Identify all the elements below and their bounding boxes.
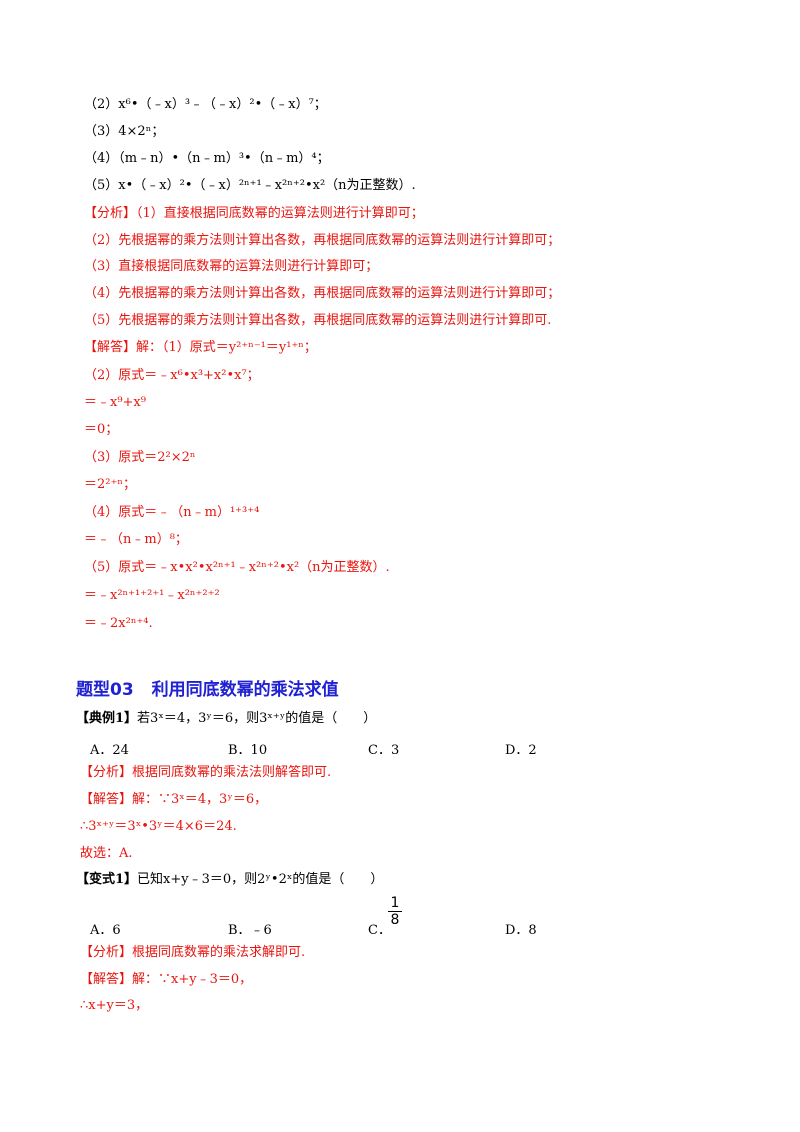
fraction-bar (388, 911, 402, 912)
solution-line: ＝﹣（n﹣m）⁸； (84, 532, 188, 547)
option-c: C． (368, 923, 391, 938)
solution-line: ＝2²⁺ⁿ； (84, 477, 136, 492)
option-b: B．﹣6 (228, 923, 272, 938)
option-b: B．10 (228, 743, 268, 758)
solution-line: ＝0； (84, 422, 119, 437)
analysis-line: （3）直接根据同底数幂的运算法则进行计算即可； (84, 259, 379, 274)
analysis-line: （4）先根据幂的乘方法则计算出各数，再根据同底数幂的运算法则进行计算即可； (84, 286, 561, 301)
solution-line: ＝﹣x²ⁿ⁺¹⁺²⁺¹﹣x²ⁿ⁺²⁺² (84, 588, 220, 603)
example-analysis: 【分析】根据同底数幂的乘法法则解答即可. (80, 765, 332, 780)
example-question-text: 若3ˣ＝4，3ʸ＝6，则3ˣ⁺ʸ的值是（ ） (137, 711, 377, 726)
option-c: C．3 (368, 743, 400, 758)
option-d: D．2 (505, 743, 537, 758)
solution-line: （5）原式＝﹣x•x²•x²ⁿ⁺¹﹣x²ⁿ⁺²•x²（n为正整数）. (84, 560, 390, 575)
example-solution-line: 故选：A. (80, 846, 133, 861)
example-solution-line: 【解答】解：∵3ˣ＝4，3ʸ＝6， (80, 792, 268, 807)
variant-analysis: 【分析】根据同底数幂的乘法求解即可. (80, 945, 306, 960)
fraction-denominator: 8 (390, 912, 400, 928)
analysis-line: （5）先根据幂的乘方法则计算出各数，再根据同底数幂的运算法则进行计算即可. (84, 313, 552, 328)
solution-line: ＝﹣2x²ⁿ⁺⁴. (84, 616, 153, 631)
variant-solution-line: 【解答】解：∵x+y﹣3＝0， (80, 972, 253, 987)
problem-line: （5）x•（﹣x）²•（﹣x）²ⁿ⁺¹﹣x²ⁿ⁺²•x²（n为正整数）. (84, 178, 416, 193)
section-title: 利用同底数幂的乘法求值 (151, 680, 339, 700)
variant-question-text: 已知x+y﹣3＝0，则2ʸ•2ˣ的值是（ ） (137, 872, 384, 887)
problem-line: （4）（m﹣n）•（n﹣m）³•（n﹣m）⁴； (84, 151, 330, 166)
solution-line: （3）原式＝2²×2ⁿ (84, 450, 196, 465)
example-solution-line: ∴3ˣ⁺ʸ＝3ˣ•3ʸ＝4×6＝24. (80, 819, 237, 834)
option-d: D．8 (505, 923, 537, 938)
variant-tag: 【变式1】 (76, 872, 138, 887)
solution-line: 【解答】解：（1）原式＝y²⁺ⁿ⁻¹＝y¹⁺ⁿ； (84, 340, 317, 355)
problem-line: （3）4×2ⁿ； (84, 124, 165, 139)
problem-line: （2）x⁶•（﹣x）³﹣（﹣x）²•（﹣x）⁷； (84, 97, 327, 112)
section-label: 题型03 (76, 680, 134, 700)
analysis-line: （2）先根据幂的乘方法则计算出各数，再根据同底数幂的运算法则进行计算即可； (84, 233, 561, 248)
solution-line: （2）原式＝﹣x⁶•x³+x²•x⁷； (84, 368, 260, 383)
variant-solution-line: ∴x+y＝3， (80, 998, 149, 1013)
variant-question: 【变式1】已知x+y﹣3＝0，则2ʸ•2ˣ的值是（ ） (76, 872, 383, 888)
section-heading: 题型03 利用同底数幂的乘法求值 (76, 675, 339, 700)
option-c-fraction: 1 8 (388, 896, 402, 927)
solution-line: ＝﹣x⁹+x⁹ (84, 395, 146, 410)
option-a: A．24 (90, 743, 129, 758)
solution-line: （4）原式＝﹣（n﹣m）¹⁺³⁺⁴ (84, 505, 260, 520)
example-tag: 【典例1】 (76, 711, 138, 726)
analysis-line: 【分析】（1）直接根据同底数幂的运算法则进行计算即可； (84, 206, 424, 221)
fraction-numerator: 1 (390, 895, 400, 911)
option-a: A．6 (90, 923, 121, 938)
example-question: 【典例1】若3ˣ＝4，3ʸ＝6，则3ˣ⁺ʸ的值是（ ） (76, 711, 376, 727)
